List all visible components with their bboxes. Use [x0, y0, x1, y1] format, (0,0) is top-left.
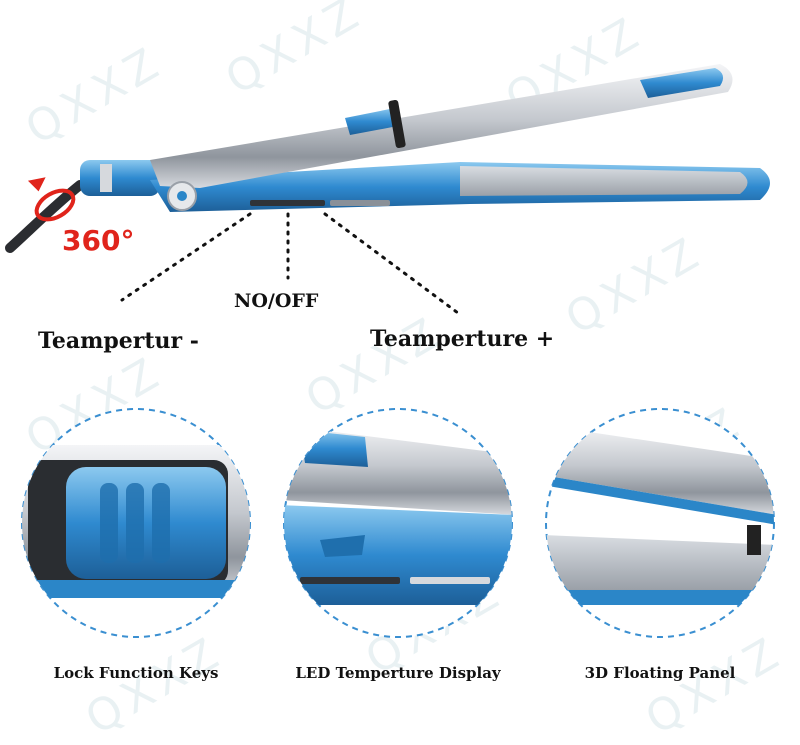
- floating-panel-closeup: [545, 408, 775, 638]
- lock-clip: [388, 99, 406, 149]
- watermark: QXXZ: [77, 626, 232, 745]
- hair-straightener-image: [5, 64, 770, 318]
- callout-temp-plus: Teamperture +: [370, 326, 555, 352]
- lock-slider: [345, 108, 398, 135]
- feature-panel-label: 3D Floating Panel: [584, 664, 736, 682]
- rotation-label: 360°: [62, 224, 135, 257]
- lock-function-closeup: [21, 408, 251, 638]
- callout-power: NO/OFF: [234, 290, 319, 312]
- lower-plate: [460, 166, 748, 196]
- watermark: QXXZ: [637, 626, 792, 745]
- swivel-base: [80, 160, 160, 196]
- callout-lines: [120, 212, 464, 318]
- callout-temp-minus: Teampertur -: [38, 328, 199, 354]
- upper-arm: [150, 64, 733, 188]
- rotation-arrow-icon: [27, 177, 76, 222]
- upper-arm-tip: [640, 68, 724, 98]
- feature-lock-label: Lock Function Keys: [53, 664, 219, 682]
- led-display-closeup: [283, 408, 513, 638]
- feature-led-label: LED Temperture Display: [295, 664, 501, 682]
- led-control-strip: [250, 200, 390, 206]
